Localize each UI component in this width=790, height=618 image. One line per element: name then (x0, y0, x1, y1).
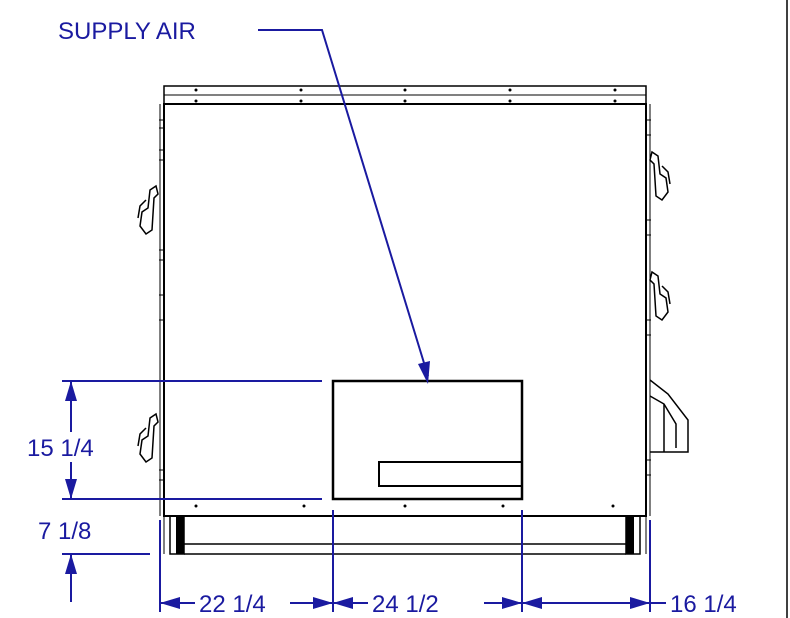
dim-opening-height: 15 1/4 (27, 435, 94, 462)
left-latch-lower (137, 412, 159, 464)
right-hinge-ticks (647, 119, 651, 476)
dim-base-height: 7 1/8 (38, 518, 91, 545)
right-latch-upper (649, 150, 671, 202)
dim-right-offset: 16 1/4 (670, 591, 737, 618)
dimension-lines (62, 29, 666, 612)
left-hinge-ticks (159, 119, 163, 481)
dim-opening-width: 24 1/2 (372, 591, 439, 618)
cabinet-panel (163, 103, 647, 517)
bottom-rivets (194, 504, 615, 508)
side-duct-collar (649, 379, 689, 453)
right-latch-middle (649, 270, 671, 322)
supply-air-label: SUPPLY AIR (58, 18, 196, 45)
filter-slot (378, 461, 523, 487)
supply-air-opening (331, 379, 524, 501)
dim-left-offset: 22 1/4 (199, 591, 266, 618)
unit-base (163, 515, 647, 555)
left-latch-upper (137, 184, 159, 236)
top-rail-rivets (194, 88, 617, 103)
